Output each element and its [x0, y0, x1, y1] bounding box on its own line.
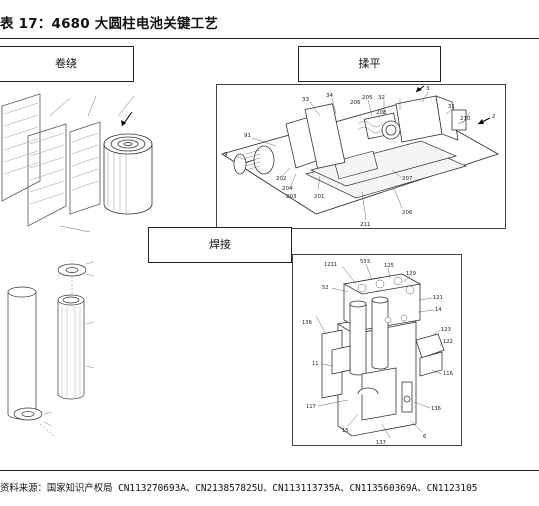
- table-title: 表 17：4680 大圆柱电池关键工艺: [0, 16, 219, 32]
- callout-flatten-9: 91: [244, 133, 251, 139]
- bottom-rule: [0, 470, 539, 471]
- callout-weld-3: 129: [406, 271, 416, 277]
- top-rule: [0, 38, 539, 39]
- callout-flatten-2: 33: [302, 97, 309, 103]
- callout-weld-2: 125: [384, 263, 394, 269]
- callout-flatten-17: 211: [360, 222, 371, 228]
- callout-flatten-10: 9: [224, 152, 228, 158]
- callout-flatten-15: 201: [314, 194, 325, 200]
- label-flattening-text: 揉平: [358, 57, 381, 70]
- callout-flatten-14: 203: [286, 194, 297, 200]
- callout-weld-7: 136: [302, 320, 312, 326]
- callout-weld-0: 1211: [324, 262, 337, 268]
- callout-flatten-0: 3: [426, 86, 430, 92]
- callout-flatten-4: 206: [350, 100, 361, 106]
- callout-weld-1: 533: [360, 259, 370, 265]
- callout-weld-9: 122: [443, 339, 453, 345]
- callout-flatten-7: 31: [448, 104, 455, 110]
- callout-weld-10: 11: [312, 361, 319, 367]
- callout-weld-13: 15: [342, 428, 349, 434]
- callout-flatten-13: 208: [376, 110, 387, 116]
- label-welding: 焊接: [148, 227, 292, 263]
- callout-weld-14: 136: [431, 406, 441, 412]
- callout-flatten-16: 207: [402, 176, 413, 182]
- label-winding-text: 卷绕: [55, 57, 77, 70]
- welding-drawing: 1211 533 125 129 52 121 14 136 123 122 1…: [292, 254, 462, 446]
- callout-flatten-11: 202: [276, 176, 287, 182]
- callout-weld-4: 52: [322, 285, 329, 291]
- label-flattening: 揉平: [298, 46, 441, 82]
- winding-drawing: [0, 86, 160, 236]
- flattening-drawing: 3 2 33 34 206 205 32 31 210 91 9 202 204…: [216, 84, 506, 229]
- callout-weld-6: 14: [435, 307, 442, 313]
- callout-weld-11: 116: [443, 371, 453, 377]
- callout-weld-8: 123: [441, 327, 451, 333]
- label-winding: 卷绕: [0, 46, 134, 82]
- callout-flatten-3: 34: [326, 93, 333, 99]
- callout-weld-16: 137: [376, 440, 386, 446]
- callout-flatten-5: 205: [362, 95, 373, 101]
- callout-weld-5: 121: [433, 295, 443, 301]
- callout-flatten-6: 32: [378, 95, 385, 101]
- callout-flatten-1: 2: [492, 114, 496, 120]
- callout-flatten-8: 210: [460, 116, 471, 122]
- source-note: 资料来源：国家知识产权局 CN113270693A、CN213857825U、C…: [0, 483, 478, 494]
- label-welding-text: 焊接: [209, 238, 231, 251]
- callout-flatten-12: 204: [282, 186, 293, 192]
- callout-weld-15: 6: [423, 434, 426, 440]
- callout-flatten-18: 206: [402, 210, 413, 216]
- cell-exploded-drawing: [0, 254, 110, 444]
- callout-weld-12: 117: [306, 404, 316, 410]
